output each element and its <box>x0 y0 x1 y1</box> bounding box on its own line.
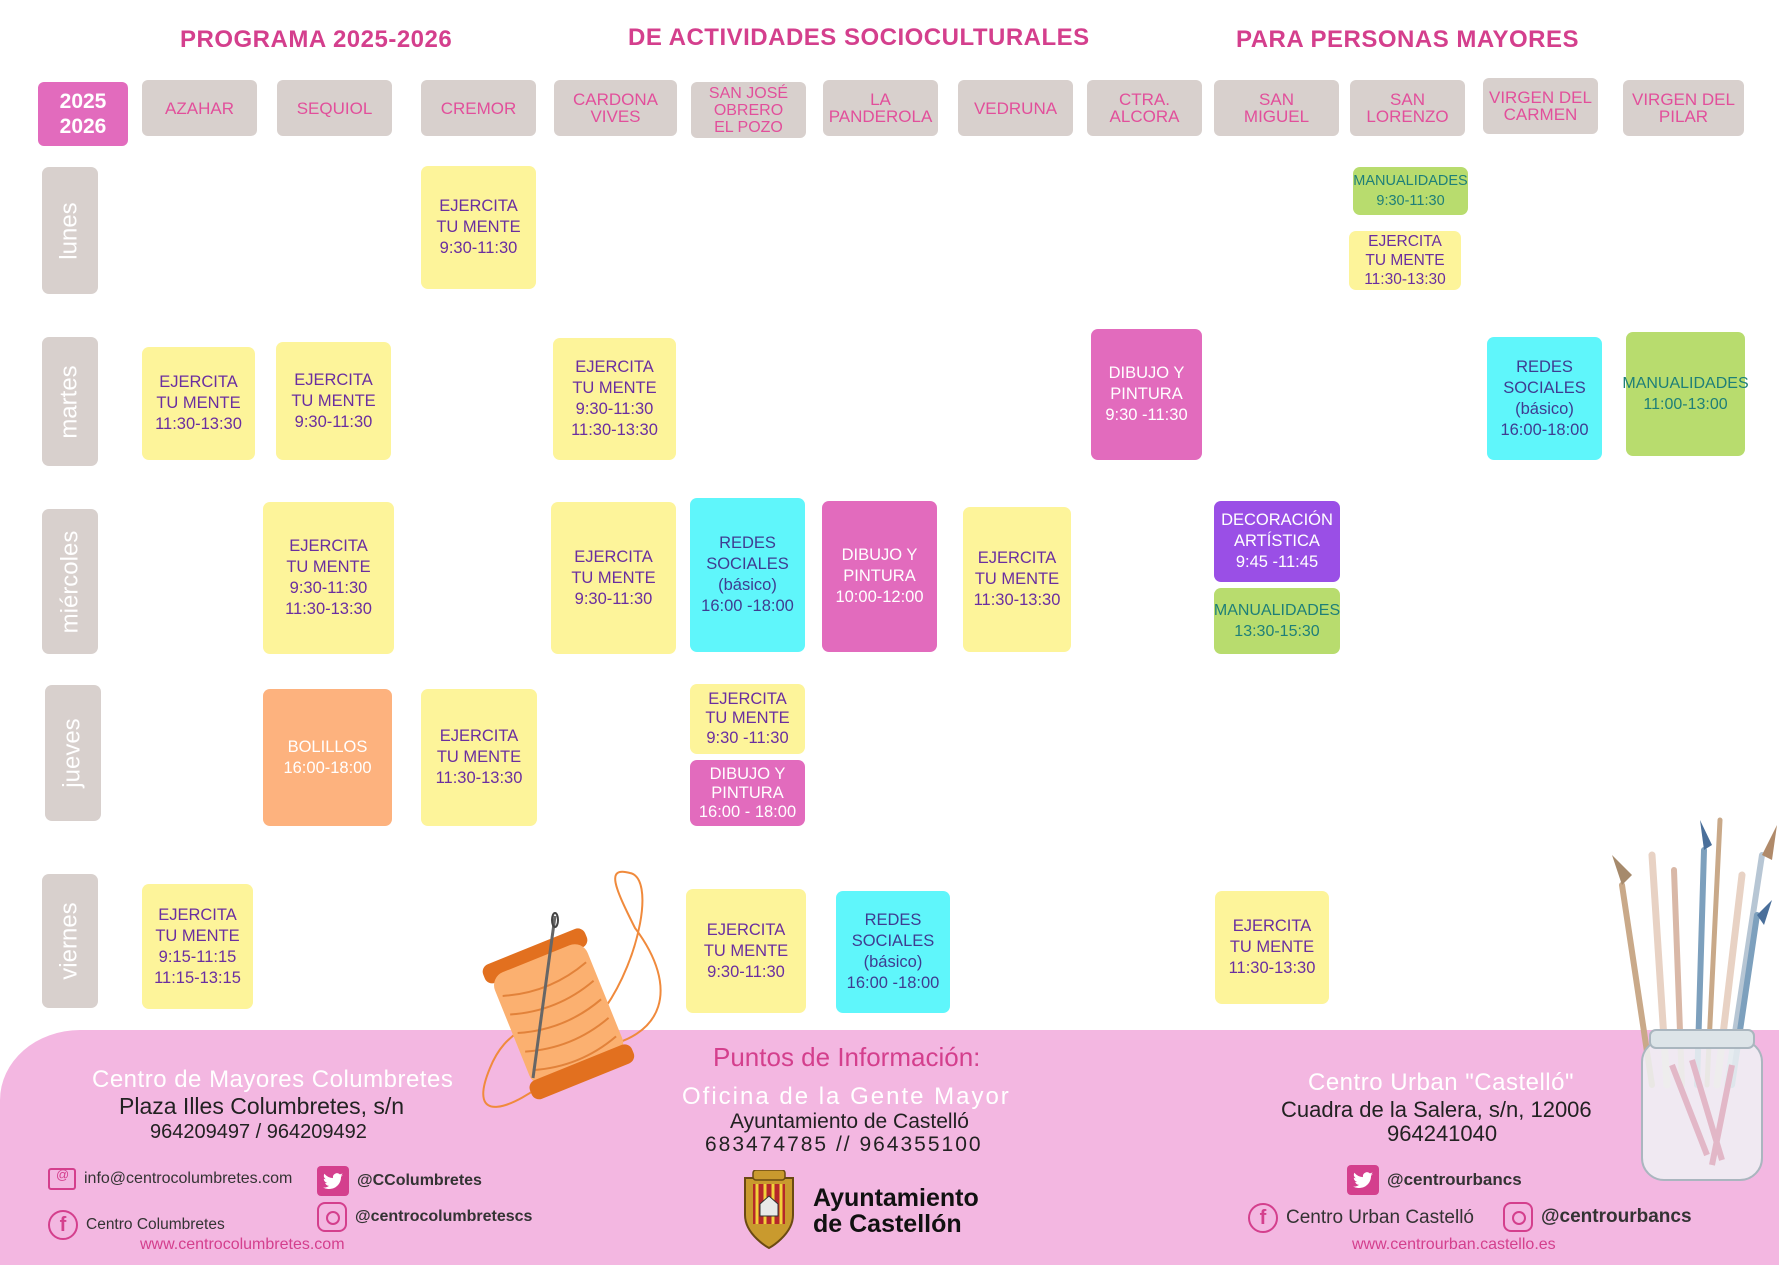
title-personas-mayores: PARA PERSONAS MAYORES <box>1236 26 1580 53</box>
right-facebook-row: f Centro Urban Castelló <box>1248 1203 1474 1233</box>
activity-card: MANUALIDADES 13:30-15:30 <box>1214 588 1340 654</box>
activity-card: DECORACIÓN ARTÍSTICA 9:45 -11:45 <box>1214 501 1340 582</box>
center-header-san-jose-obrero: SAN JOSÉ OBRERO EL POZO <box>691 82 806 138</box>
title-actividades: DE ACTIVIDADES SOCIOCULTURALES <box>628 24 1090 51</box>
facebook-icon: f <box>1248 1203 1278 1233</box>
activity-card: DIBUJO Y PINTURA 9:30 -11:30 <box>1091 329 1202 460</box>
coat-of-arms-icon <box>744 1170 794 1250</box>
center-header-sequiol: SEQUIOL <box>277 80 392 136</box>
twitter-icon <box>1347 1165 1379 1195</box>
center-header-san-lorenzo: SAN LORENZO <box>1350 80 1465 136</box>
right-center-phone: 964241040 <box>1387 1121 1498 1146</box>
center-header-virgen-del-pilar: VIRGEN DEL PILAR <box>1623 80 1744 136</box>
office-phones: 683474785 // 964355100 <box>705 1133 983 1156</box>
activity-card: BOLILLOS 16:00-18:00 <box>263 689 392 826</box>
center-header-ctra-alcora: CTRA. ALCORA <box>1087 80 1202 136</box>
center-header-cardona-vives: CARDONA VIVES <box>554 80 677 136</box>
activity-card: EJERCITA TU MENTE 9:30-11:30 <box>276 342 391 460</box>
center-header-virgen-del-carmen: VIRGEN DEL CARMEN <box>1483 78 1598 134</box>
ayuntamiento-logo-text: Ayuntamiento de Castellón <box>813 1184 979 1238</box>
left-center-address: Plaza Illes Columbretes, s/n <box>119 1093 405 1119</box>
right-instagram-handle[interactable]: @centrourbancs <box>1541 1206 1692 1227</box>
activity-card: EJERCITA TU MENTE 11:30-13:30 <box>421 689 537 826</box>
center-header-vedruna: VEDRUNA <box>958 80 1073 136</box>
twitter-icon <box>317 1166 349 1196</box>
instagram-icon <box>1503 1202 1533 1232</box>
activity-card: EJERCITA TU MENTE 11:30-13:30 <box>1349 231 1461 290</box>
activity-card: EJERCITA TU MENTE 9:30-11:30 11:30-13:30 <box>263 502 394 654</box>
info-points-heading: Puntos de Información: <box>713 1042 981 1072</box>
left-instagram-handle[interactable]: @centrocolumbretescs <box>355 1208 533 1225</box>
activity-card: EJERCITA TU MENTE 11:30-13:30 <box>963 507 1071 652</box>
center-header-san-miguel: SAN MIGUEL <box>1214 80 1339 136</box>
center-header-la-panderola: LA PANDEROLA <box>823 80 938 136</box>
left-twitter-row: @CColumbretes <box>317 1166 482 1196</box>
title-programa: PROGRAMA 2025-2026 <box>180 26 453 53</box>
activity-card: REDES SOCIALES (básico) 16:00 -18:00 <box>836 891 950 1013</box>
activity-card: DIBUJO Y PINTURA 16:00 - 18:00 <box>690 760 805 826</box>
day-label-jueves: jueves <box>45 685 101 821</box>
activity-card: EJERCITA TU MENTE 9:30-11:30 11:30-13:30 <box>553 338 676 460</box>
activity-card: EJERCITA TU MENTE 9:30-11:30 <box>551 502 676 654</box>
left-website[interactable]: www.centrocolumbretes.com <box>140 1236 345 1253</box>
activity-card: DIBUJO Y PINTURA 10:00-12:00 <box>822 501 937 652</box>
center-header-cremor: CREMOR <box>421 80 536 136</box>
right-twitter-handle[interactable]: @centrourbancs <box>1387 1170 1522 1189</box>
day-label-viernes: viernes <box>42 874 98 1008</box>
left-facebook-name[interactable]: Centro Columbretes <box>86 1216 225 1233</box>
activity-card: EJERCITA TU MENTE 9:30-11:30 <box>686 889 806 1013</box>
office-name: Oficina de la Gente Mayor <box>682 1083 1011 1110</box>
office-organization: Ayuntamiento de Castelló <box>730 1110 969 1133</box>
left-email-row: info@centrocolumbretes.com <box>48 1167 293 1190</box>
facebook-icon: f <box>48 1210 78 1240</box>
left-center-name: Centro de Mayores Columbretes <box>92 1066 454 1093</box>
paintbrush-jar-icon <box>1612 817 1777 1181</box>
left-email[interactable]: info@centrocolumbretes.com <box>84 1170 293 1187</box>
thread-spool-icon <box>482 870 662 1108</box>
left-instagram-row: @centrocolumbretescs <box>317 1202 532 1232</box>
day-label-martes: martes <box>42 337 98 466</box>
activity-card: MANUALIDADES 11:00-13:00 <box>1622 332 1749 456</box>
center-header-azahar: AZAHAR <box>142 80 257 136</box>
right-facebook-name[interactable]: Centro Urban Castelló <box>1286 1207 1474 1228</box>
activity-card: EJERCITA TU MENTE 11:30-13:30 <box>142 347 255 460</box>
right-center-address: Cuadra de la Salera, s/n, 12006 <box>1281 1097 1592 1122</box>
instagram-icon <box>317 1202 347 1232</box>
email-icon <box>48 1167 76 1190</box>
left-twitter-handle[interactable]: @CColumbretes <box>357 1172 482 1189</box>
year-badge: 2025 2026 <box>38 82 128 146</box>
day-label-miercoles: miércoles <box>42 509 98 654</box>
activity-card: EJERCITA TU MENTE 9:15-11:15 11:15-13:15 <box>142 884 253 1009</box>
activity-card: EJERCITA TU MENTE 9:30 -11:30 <box>690 684 805 754</box>
left-center-phones: 964209497 / 964209492 <box>150 1121 367 1143</box>
right-instagram-row: @centrourbancs <box>1503 1202 1692 1232</box>
right-twitter-row: @centrourbancs <box>1347 1165 1522 1195</box>
right-center-name: Centro Urban "Castelló" <box>1308 1069 1574 1096</box>
activity-card: MANUALIDADES 9:30-11:30 <box>1353 167 1468 215</box>
activity-card: EJERCITA TU MENTE 9:30-11:30 <box>421 166 536 289</box>
left-facebook-row: f Centro Columbretes <box>48 1210 225 1240</box>
day-label-lunes: lunes <box>42 167 98 294</box>
right-website[interactable]: www.centrourban.castello.es <box>1352 1236 1556 1253</box>
footer-band <box>0 1030 1779 1265</box>
activity-card: REDES SOCIALES (básico) 16:00-18:00 <box>1487 337 1602 460</box>
activity-card: REDES SOCIALES (básico) 16:00 -18:00 <box>690 498 805 652</box>
activity-card: EJERCITA TU MENTE 11:30-13:30 <box>1215 891 1329 1004</box>
